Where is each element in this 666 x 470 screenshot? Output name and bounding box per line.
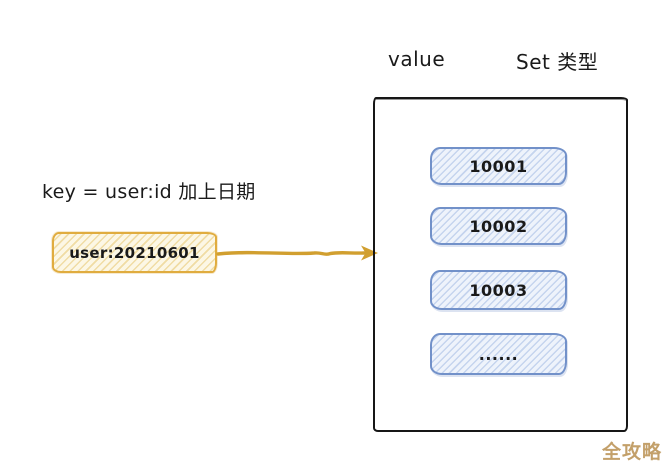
value-column-label: value: [388, 47, 446, 71]
key-description-text: key = user:id 加上日期: [42, 181, 256, 203]
set-member-value: 10002: [469, 216, 528, 236]
set-member-value: 10003: [469, 280, 528, 300]
key-to-set-arrow-icon: [216, 245, 378, 261]
set-member-box: 10003: [430, 270, 567, 310]
set-container-box: 10001 10002 10003 ......: [373, 97, 628, 432]
key-box: user:20210601: [52, 232, 217, 273]
set-type-label: Set 类型: [516, 50, 599, 74]
watermark-text: 全攻略: [601, 441, 662, 463]
set-member-ellipsis: ......: [478, 344, 519, 364]
set-member-box: 10001: [430, 147, 567, 185]
key-box-text: user:20210601: [69, 243, 200, 262]
set-member-value: 10001: [469, 156, 528, 176]
set-member-box: 10002: [430, 207, 567, 245]
set-member-ellipsis-box: ......: [430, 333, 567, 375]
